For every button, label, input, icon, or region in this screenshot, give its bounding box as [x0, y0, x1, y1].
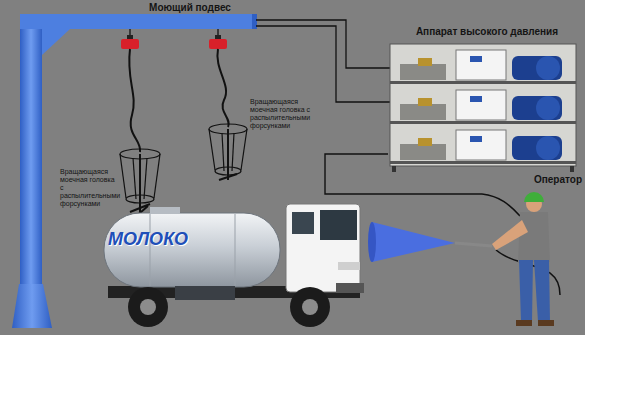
- operator-node: Оператор: [482, 172, 585, 330]
- supply-wires: [130, 20, 390, 102]
- apparatus-node: Аппарат высокого давления: [388, 24, 586, 174]
- tank-lettering: МОЛОКО: [108, 229, 218, 250]
- hoses: [129, 49, 229, 152]
- washing-head: [209, 124, 247, 180]
- hanger-label: Моющий подвес: [135, 2, 245, 14]
- pressure-units-rack: [390, 44, 576, 172]
- head-callout: Вращающаяся моечная головка с распылител…: [250, 98, 312, 130]
- head-callout: Вращающаяся моечная головка с распылител…: [60, 168, 118, 208]
- milk-tanker-truck: [104, 204, 364, 327]
- hose-line: [325, 154, 482, 194]
- operator-figure: [368, 192, 560, 326]
- operator-label: Оператор: [482, 172, 585, 187]
- valves: [121, 35, 227, 49]
- node-heading: Аппарат высокого давления: [388, 24, 586, 39]
